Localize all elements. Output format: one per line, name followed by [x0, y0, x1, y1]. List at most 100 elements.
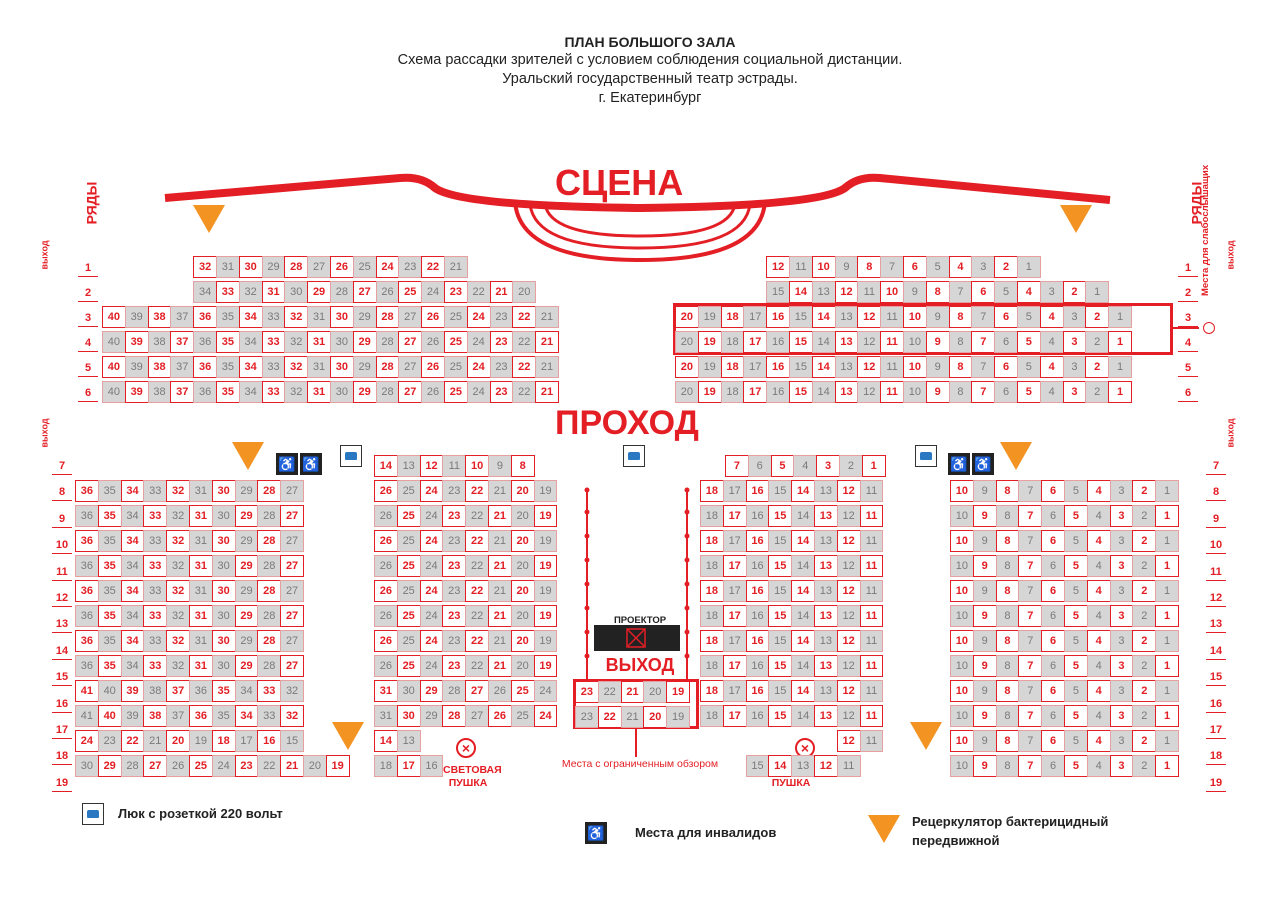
seat[interactable]: 19 [697, 381, 722, 403]
seat[interactable]: 35 [211, 705, 236, 727]
seat[interactable]: 10 [950, 705, 974, 727]
seat[interactable]: 26 [421, 306, 445, 328]
seat[interactable]: 24 [419, 530, 444, 552]
seat[interactable]: 26 [374, 480, 398, 502]
seat[interactable]: 20 [510, 480, 535, 502]
seat[interactable]: 20 [675, 356, 699, 378]
seat[interactable]: 21 [489, 281, 514, 303]
seat[interactable]: 10 [950, 755, 974, 777]
seat[interactable]: 14 [811, 356, 836, 378]
seat[interactable]: 30 [329, 306, 354, 328]
seat[interactable]: 3 [1109, 605, 1134, 627]
seat[interactable]: 17 [743, 306, 768, 328]
seat[interactable]: 1 [1155, 580, 1179, 602]
seat[interactable]: 15 [768, 680, 793, 702]
seat[interactable]: 33 [261, 381, 286, 403]
seat[interactable]: 19 [325, 755, 350, 777]
seat[interactable]: 33 [143, 655, 168, 677]
seat[interactable]: 21 [535, 331, 559, 353]
seat[interactable]: 2 [1085, 306, 1110, 328]
seat[interactable]: 16 [745, 680, 770, 702]
seat[interactable]: 14 [791, 505, 815, 527]
seat[interactable]: 21 [487, 630, 512, 652]
seat[interactable]: 30 [75, 755, 99, 777]
seat[interactable]: 20 [675, 306, 699, 328]
seat[interactable]: 23 [442, 555, 467, 577]
seat[interactable]: 6 [994, 356, 1018, 378]
seat[interactable]: 4 [1016, 281, 1041, 303]
seat[interactable]: 25 [443, 331, 468, 353]
seat[interactable]: 23 [97, 730, 122, 752]
seat[interactable]: 35 [97, 630, 122, 652]
seat[interactable]: 29 [234, 530, 259, 552]
seat[interactable]: 24 [419, 655, 444, 677]
seat[interactable]: 9 [834, 256, 859, 278]
seat[interactable]: 12 [766, 256, 790, 278]
seat[interactable]: 21 [487, 605, 512, 627]
seat[interactable]: 26 [374, 580, 398, 602]
seat[interactable]: 19 [533, 630, 558, 652]
seat[interactable]: 24 [466, 381, 491, 403]
seat[interactable]: 6 [994, 381, 1018, 403]
seat[interactable]: 11 [859, 705, 884, 727]
seat[interactable]: 17 [743, 381, 768, 403]
seat[interactable]: 13 [813, 480, 838, 502]
seat[interactable]: 26 [421, 331, 445, 353]
seat[interactable]: 2 [1132, 480, 1157, 502]
seat[interactable]: 36 [193, 381, 217, 403]
seat[interactable]: 5 [1063, 730, 1088, 752]
seat[interactable]: 9 [925, 356, 950, 378]
seat[interactable]: 5 [1063, 530, 1088, 552]
seat[interactable]: 30 [396, 705, 421, 727]
seat[interactable]: 33 [143, 630, 168, 652]
seat[interactable]: 32 [284, 356, 309, 378]
seat[interactable]: 20 [510, 530, 535, 552]
seat[interactable]: 25 [443, 306, 468, 328]
seat[interactable]: 33 [143, 480, 168, 502]
seat[interactable]: 9 [972, 530, 997, 552]
seat[interactable]: 4 [1086, 580, 1111, 602]
seat[interactable]: 30 [238, 256, 263, 278]
seat[interactable]: 7 [1018, 705, 1043, 727]
seat[interactable]: 28 [375, 381, 400, 403]
seat[interactable]: 22 [512, 331, 537, 353]
seat[interactable]: 5 [994, 281, 1018, 303]
seat[interactable]: 2 [1062, 281, 1087, 303]
seat[interactable]: 7 [880, 256, 904, 278]
seat[interactable]: 18 [700, 480, 724, 502]
seat[interactable]: 13 [834, 356, 859, 378]
seat[interactable]: 14 [791, 655, 815, 677]
seat[interactable]: 28 [257, 555, 282, 577]
seat[interactable]: 15 [768, 555, 793, 577]
seat[interactable]: 4 [1086, 705, 1111, 727]
seat[interactable]: 26 [374, 655, 398, 677]
seat[interactable]: 24 [375, 256, 400, 278]
seat[interactable]: 29 [234, 605, 259, 627]
seat[interactable]: 37 [166, 680, 190, 702]
seat[interactable]: 5 [1016, 356, 1041, 378]
seat[interactable]: 23 [442, 530, 467, 552]
seat[interactable]: 32 [166, 605, 190, 627]
seat[interactable]: 29 [419, 705, 444, 727]
seat[interactable]: 23 [442, 655, 467, 677]
seat[interactable]: 14 [791, 630, 815, 652]
seat[interactable]: 13 [791, 755, 815, 777]
seat[interactable]: 3 [1109, 555, 1134, 577]
seat[interactable]: 3 [1062, 356, 1087, 378]
seat[interactable]: 12 [857, 356, 882, 378]
seat[interactable]: 11 [859, 555, 884, 577]
seat[interactable]: 16 [766, 356, 790, 378]
seat[interactable]: 19 [697, 356, 722, 378]
seat[interactable]: 6 [1041, 730, 1065, 752]
seat[interactable]: 29 [234, 580, 259, 602]
seat[interactable]: 24 [533, 705, 558, 727]
seat[interactable]: 8 [995, 755, 1020, 777]
seat[interactable]: 7 [1018, 680, 1043, 702]
seat[interactable]: 30 [329, 356, 354, 378]
seat[interactable]: 20 [512, 281, 537, 303]
seat[interactable]: 24 [466, 306, 491, 328]
seat[interactable]: 25 [396, 530, 421, 552]
seat[interactable]: 33 [143, 580, 168, 602]
seat[interactable]: 15 [768, 605, 793, 627]
seat[interactable]: 2 [1132, 555, 1157, 577]
